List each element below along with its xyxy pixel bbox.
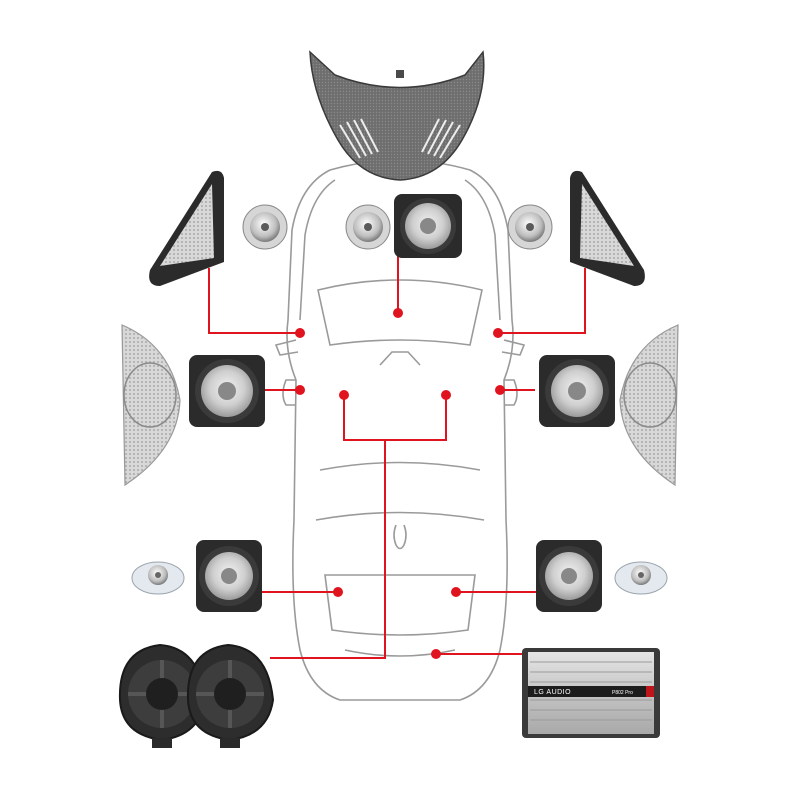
dashboard-center-grille [309,50,485,181]
connector-dots [295,308,505,659]
amplifier-model: P802 Pro [612,690,633,696]
connector-lines [208,255,586,659]
right-door-grille [619,324,679,487]
amplifier: LG AUDIO P802 Pro [522,648,660,738]
front-tweeter-left [242,204,288,250]
front-tweeter-center [345,204,391,250]
rear-right-midrange [536,540,602,612]
front-tweeter-right [507,204,553,250]
subwoofer-left [118,643,207,748]
subwoofer-right [186,643,275,748]
car-outline [274,159,526,701]
right-a-pillar-tweeter-cover [570,170,645,286]
amplifier-brand: LG AUDIO [534,689,571,696]
rear-right-tweeter [614,561,668,595]
left-door-grille [121,324,181,487]
rear-left-tweeter [131,561,185,595]
front-center-midrange [394,194,462,258]
front-right-door-midrange [539,355,615,427]
left-a-pillar-tweeter-cover [149,170,224,286]
under-seat-subwoofers [118,643,275,748]
front-left-door-midrange [189,355,265,427]
rear-left-midrange [196,540,262,612]
